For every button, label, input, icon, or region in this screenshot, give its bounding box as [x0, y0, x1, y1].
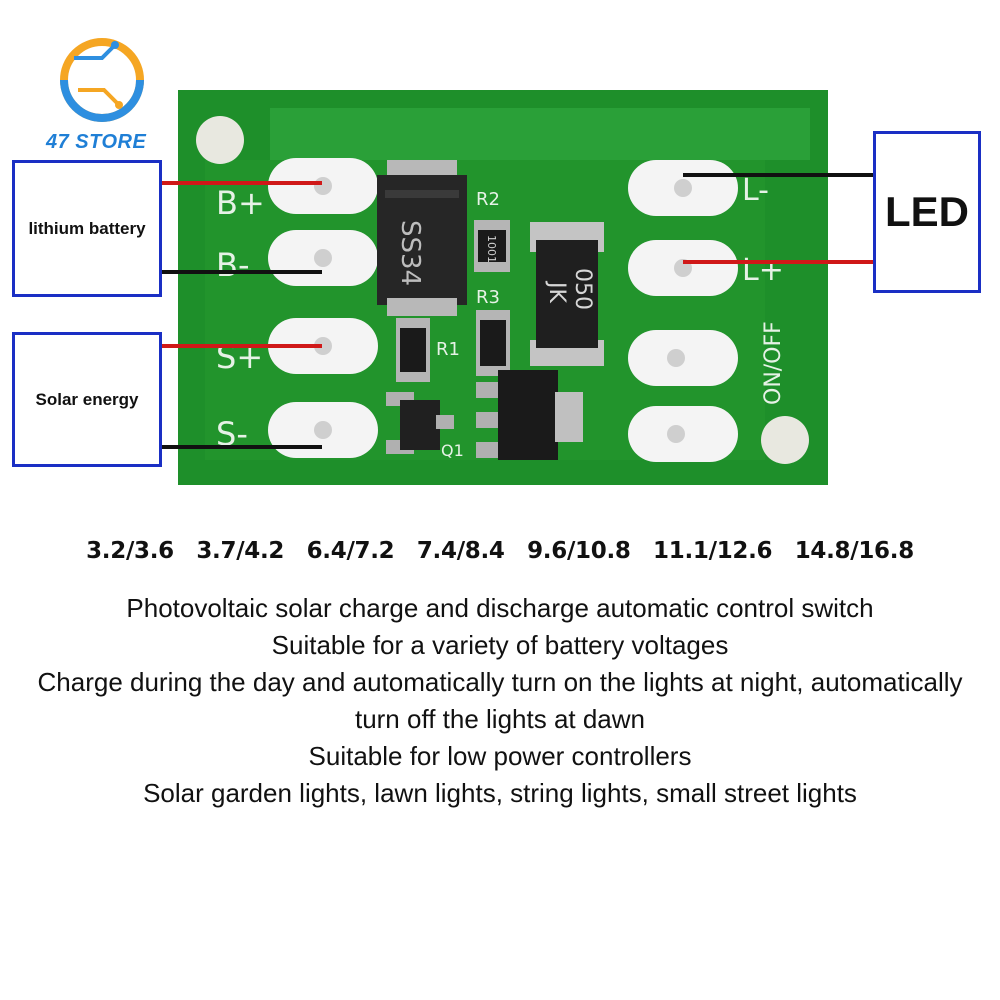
diode-ss34: [377, 160, 467, 316]
resistor-r3: [476, 310, 510, 376]
pin-label-l-minus: L-: [742, 173, 769, 208]
description-line: Solar garden lights, lawn lights, string…: [143, 778, 857, 808]
pcb-copper-area: [270, 108, 810, 160]
pin-label-s-plus: S+: [216, 338, 263, 376]
transistor-q1: [386, 392, 454, 454]
mosfet: [476, 370, 583, 460]
callout-led-text: LED: [885, 188, 969, 235]
mount-hole-top-left: [196, 116, 244, 164]
label-q1: Q1: [441, 441, 464, 460]
mount-hole-bottom-right: [761, 416, 809, 464]
description-line: Photovoltaic solar charge and discharge …: [126, 593, 874, 623]
voltage-item: 7.4/8.4: [416, 538, 505, 564]
component-jk050: [530, 222, 604, 366]
pad-b-plus: [268, 158, 378, 214]
switch-label: ON/OFF: [761, 321, 786, 405]
label-r2: R2: [476, 189, 500, 210]
pin-label-b-minus: B-: [216, 246, 250, 284]
component-jk-text: JK: [544, 280, 569, 303]
voltage-item: 14.8/16.8: [794, 538, 915, 564]
description-line: Suitable for a variety of battery voltag…: [271, 630, 729, 660]
pad-s-minus: [268, 402, 378, 458]
callout-solar-energy-text: Solar energy: [35, 389, 139, 409]
label-r1: R1: [436, 339, 460, 360]
label-r3: R3: [476, 287, 500, 308]
diode-marking: SS34: [395, 220, 425, 286]
callout-lithium-battery: lithium battery: [12, 160, 162, 297]
component-050-text: 050: [570, 268, 595, 310]
description-line: turn off the lights at dawn: [354, 704, 646, 734]
voltage-item: 6.4/7.2: [306, 538, 395, 564]
description: Photovoltaic solar charge and discharge …: [20, 590, 980, 812]
voltage-item: 11.1/12.6: [653, 538, 773, 564]
resistor-r2-code: 1001: [485, 235, 498, 263]
voltage-item: 9.6/10.8: [527, 538, 631, 564]
resistor-r2: [474, 220, 510, 272]
store-name: 47 STORE: [46, 131, 147, 153]
voltage-list: 3.2/3.6 3.7/4.2 6.4/7.2 7.4/8.4 9.6/10.8…: [0, 538, 1000, 564]
store-logo: [60, 38, 144, 122]
pin-label-l-plus: L+: [742, 253, 784, 288]
pad-b-minus: [268, 230, 378, 286]
pad-switch-1: [628, 330, 738, 386]
pcb-board-illustration: B+ B- S+ S- L- L+ ON/OFF SS34 R2 1001 R3…: [160, 90, 875, 485]
description-line: Charge during the day and automatically …: [37, 667, 963, 697]
callout-lithium-battery-text: lithium battery: [28, 218, 146, 238]
pad-l-minus: [628, 160, 738, 216]
callout-solar-energy: Solar energy: [12, 332, 162, 467]
pad-s-plus: [268, 318, 378, 374]
pin-label-b-plus: B+: [216, 184, 265, 222]
pad-l-plus: [628, 240, 738, 296]
voltage-item: 3.7/4.2: [196, 538, 285, 564]
voltage-item: 3.2/3.6: [86, 538, 174, 564]
pad-switch-2: [628, 406, 738, 462]
resistor-r1: [396, 318, 430, 382]
description-line: Suitable for low power controllers: [308, 741, 692, 771]
callout-led: LED: [873, 131, 981, 293]
